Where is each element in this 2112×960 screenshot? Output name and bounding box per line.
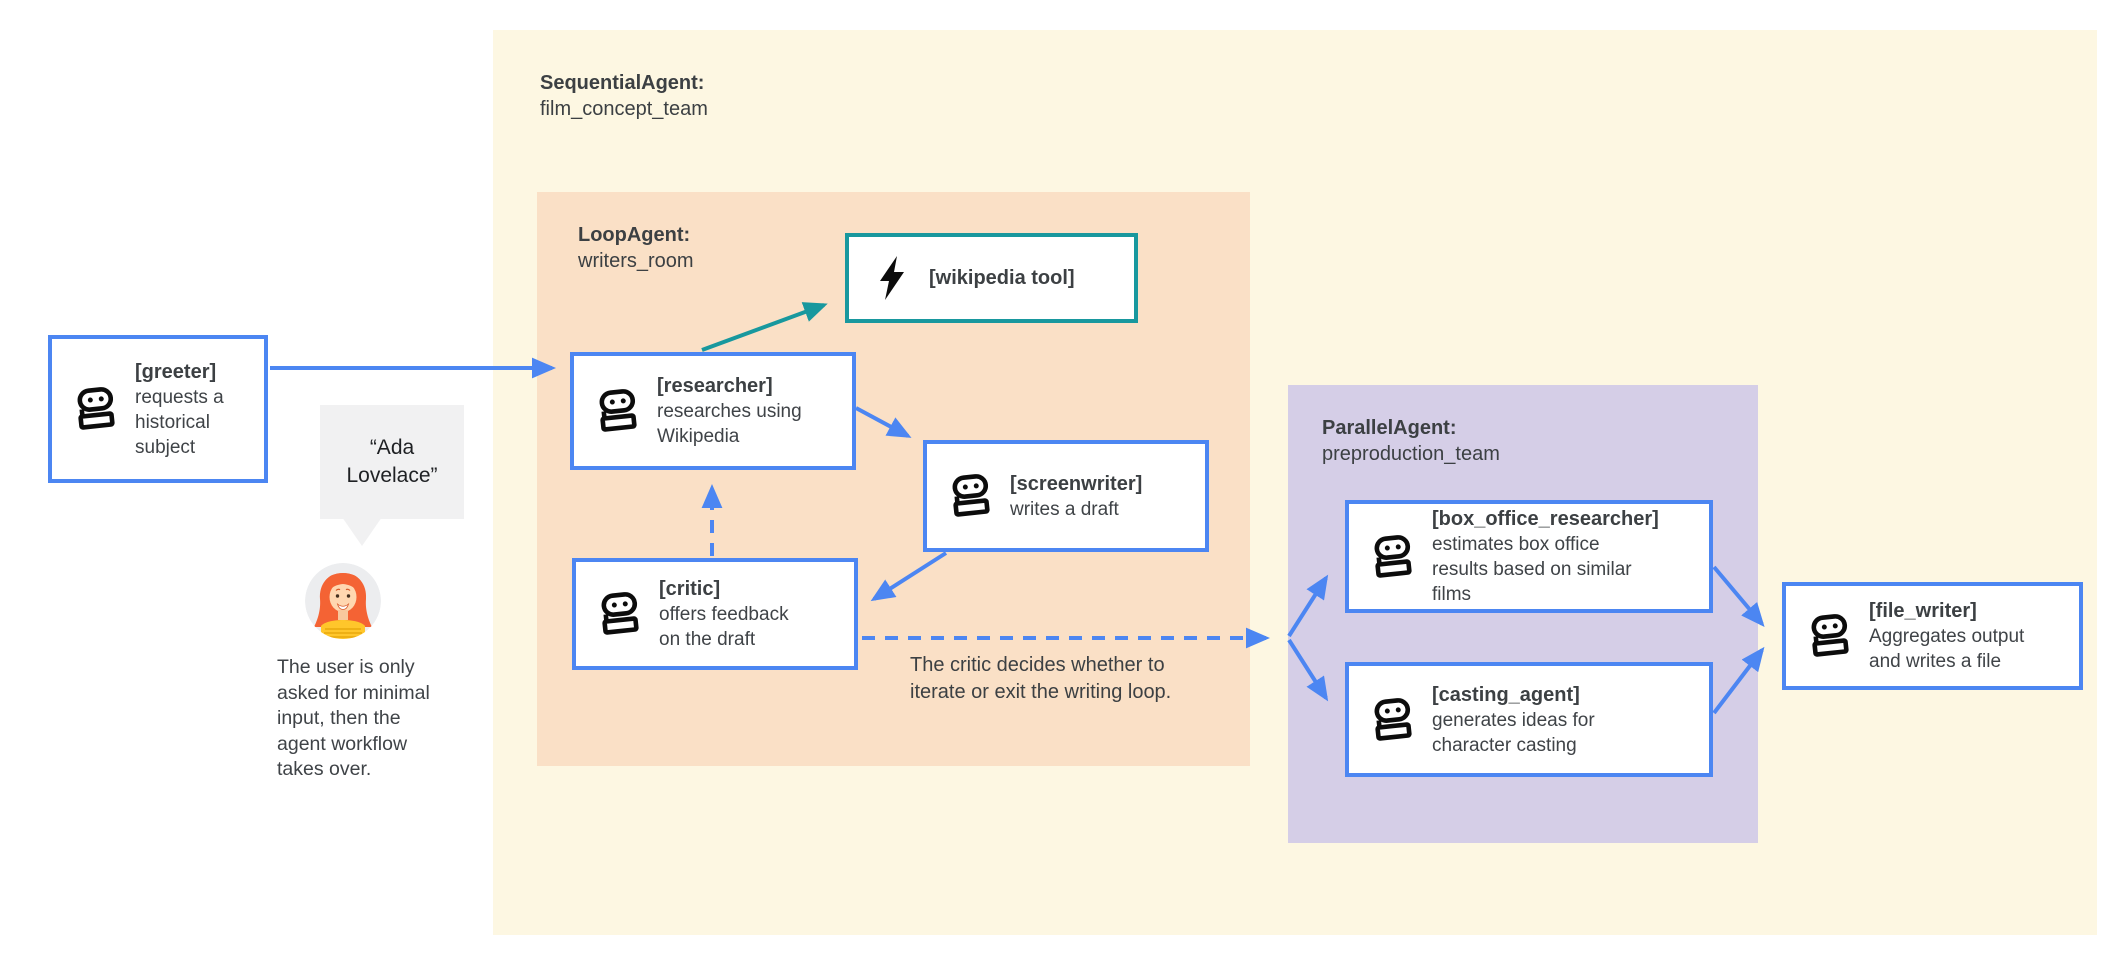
node-screenwriter-desc: writes a draft [1010, 498, 1119, 520]
robot-icon [72, 385, 120, 433]
node-wikipedia-tool: [wikipedia tool] [845, 233, 1138, 323]
node-screenwriter: [screenwriter] writes a draft [923, 440, 1209, 552]
node-file-writer-title: [file_writer] [1869, 600, 1977, 622]
critic-decision-note: The critic decides whether to iterate or… [910, 654, 1172, 703]
speech-bubble-tail [342, 517, 382, 546]
node-screenwriter-title: [screenwriter] [1010, 472, 1143, 495]
node-wikipedia-tool-title: [wikipedia tool] [929, 267, 1075, 289]
sequential-agent-subtitle: film_concept_team [540, 98, 708, 120]
parallel-agent-subtitle: preproduction_team [1322, 443, 1500, 465]
user-caption: The user is only asked for minimal input… [277, 656, 430, 780]
loop-agent-label: LoopAgent: writers_room [578, 222, 694, 274]
node-greeter: [greeter] requests a historical subject [48, 335, 268, 483]
node-box-office-researcher-desc: estimates box office results based on si… [1432, 534, 1632, 605]
robot-icon [1806, 612, 1854, 660]
parallel-agent-title: ParallelAgent: [1322, 417, 1457, 439]
node-greeter-title: [greeter] [135, 360, 217, 383]
node-box-office-researcher: [box_office_researcher] estimates box of… [1345, 500, 1713, 613]
user-avatar [305, 563, 381, 639]
loop-agent-title: LoopAgent: [578, 224, 691, 246]
node-critic-desc: offers feedback on the draft [659, 604, 789, 650]
node-researcher-desc: researches using Wikipedia [657, 401, 802, 447]
speech-bubble: “Ada Lovelace” [320, 405, 464, 519]
robot-icon [1369, 533, 1417, 581]
node-critic-title: [critic] [659, 578, 721, 600]
node-researcher: [researcher] researches using Wikipedia [570, 352, 856, 470]
sequential-agent-label: SequentialAgent: film_concept_team [540, 70, 708, 122]
speech-bubble-text: “Ada Lovelace” [346, 436, 438, 487]
node-casting-agent: [casting_agent] generates ideas for char… [1345, 662, 1713, 777]
loop-agent-subtitle: writers_room [578, 250, 694, 272]
lightning-icon [880, 256, 904, 300]
node-casting-agent-title: [casting_agent] [1432, 683, 1580, 706]
node-file-writer-desc: Aggregates output and writes a file [1869, 626, 2025, 672]
node-greeter-desc: requests a historical subject [135, 386, 224, 458]
robot-icon [1369, 696, 1417, 744]
node-casting-agent-desc: generates ideas for character casting [1432, 709, 1595, 756]
robot-icon [596, 590, 644, 638]
robot-icon [594, 387, 642, 435]
node-critic: [critic] offers feedback on the draft [572, 558, 858, 670]
sequential-agent-title: SequentialAgent: [540, 72, 705, 94]
node-file-writer: [file_writer] Aggregates output and writ… [1782, 582, 2083, 690]
robot-icon [947, 472, 995, 520]
node-box-office-researcher-title: [box_office_researcher] [1432, 508, 1659, 530]
node-researcher-title: [researcher] [657, 375, 773, 397]
parallel-agent-label: ParallelAgent: preproduction_team [1322, 415, 1500, 467]
